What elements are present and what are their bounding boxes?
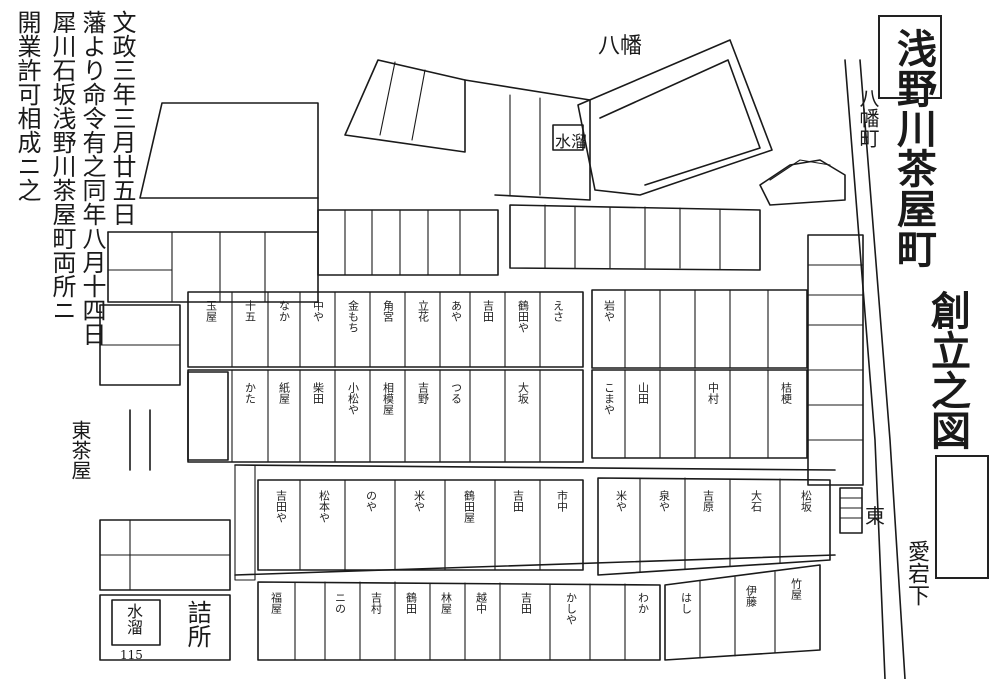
lot-row-a-10: えさ (551, 300, 565, 322)
stamp-seal (878, 15, 942, 99)
lot-row-d-2: 吉村 (369, 592, 383, 614)
label-higashi-left: 東茶屋 (68, 420, 92, 480)
lot-row-b-8: こまや (602, 382, 616, 415)
lot-row-a-7: あや (449, 300, 463, 322)
lot-row-d-9: はし (679, 592, 693, 614)
lot-row-b-9: 山田 (636, 382, 650, 404)
inscription-line-1: 文政三年三月廿五日 (108, 10, 136, 226)
label-atago: 愛宕下 (904, 540, 929, 606)
lot-row-d-4: 林屋 (439, 592, 453, 614)
label-tsumesho: 詰所 (183, 600, 211, 648)
label-mizutame-upper: 水溜 (555, 132, 588, 151)
lot-row-a-1: 十五 (243, 300, 257, 322)
inscription-line-3: 犀川石坂浅野川茶屋町両所ニ (48, 10, 76, 322)
lot-row-b-4: 相模屋 (381, 382, 395, 415)
tsumesho-block (99, 594, 231, 661)
block-row-a-left (187, 291, 584, 368)
lot-row-a-8: 吉田 (481, 300, 495, 322)
block-row-c-right (597, 477, 831, 576)
label-mizutame-lower: 水溜 (124, 603, 143, 635)
label-hachiman: 八幡 (598, 34, 643, 59)
lot-row-d-10: 伊藤 (744, 585, 758, 607)
lot-row-b-0: かた (243, 382, 257, 404)
lot-row-a-6: 立花 (416, 300, 430, 322)
lot-row-b-10: 中村 (706, 382, 720, 404)
large-building-block (139, 102, 319, 199)
lot-row-a-2: なか (277, 300, 291, 322)
lot-row-a-3: 中や (311, 300, 325, 322)
block-row-d-left (257, 581, 661, 661)
lot-row-b-7: 大坂 (516, 382, 530, 404)
lot-row-d-3: 鶴田 (404, 592, 418, 614)
lot-row-c-0: 吉田や (274, 490, 288, 523)
label-higashi: 東 (865, 504, 885, 528)
lot-row-d-5: 越中 (474, 592, 488, 614)
block-row-d-right (664, 564, 821, 661)
lower-street (234, 554, 836, 576)
lot-row-c-7: 米や (614, 490, 628, 512)
lot-row-c-8: 泉や (657, 490, 671, 512)
page-number: 115 (120, 648, 143, 662)
mizutame-box (552, 124, 584, 151)
block-row-a-right (591, 289, 808, 369)
lot-row-a-11: 岩や (602, 300, 616, 322)
stair-block (839, 487, 863, 534)
block-row-c-left (257, 479, 584, 571)
lot-row-a-0: 玉屋 (204, 300, 218, 322)
lot-row-c-11: 松坂 (799, 490, 813, 512)
block-row-0-right (509, 204, 761, 271)
lot-row-b-6: つる (449, 382, 463, 404)
lot-row-d-0: 福屋 (269, 592, 283, 614)
right-column-block (807, 234, 864, 486)
lot-row-a-9: 鶴田や (516, 300, 530, 333)
lot-row-c-2: のや (364, 490, 378, 512)
lot-row-c-1: 松本や (317, 490, 331, 523)
label-hachiman-machi: 八幡町 (856, 88, 880, 148)
upper-wedge-block (344, 59, 466, 153)
lot-row-b-3: 小松や (346, 382, 360, 415)
lot-row-c-10: 大石 (749, 490, 763, 512)
mizutame-lower-box (111, 599, 161, 646)
lot-row-d-6: 吉田 (519, 592, 533, 614)
lot-row-a-4: 金もち (346, 300, 360, 333)
lot-row-b-1: 紙屋 (277, 382, 291, 404)
map-title-part-1: 浅野川茶屋町 (890, 28, 937, 268)
shrine-building (759, 159, 846, 206)
lot-row-a-5: 角宮 (381, 300, 395, 322)
hachiman-grounds (577, 39, 773, 196)
lot-row-c-3: 米や (412, 490, 426, 512)
lot-row-d-8: わか (636, 592, 650, 614)
lot-row-c-9: 吉原 (701, 490, 715, 512)
block-row-b-right (591, 369, 808, 459)
block-row-0-left (317, 209, 499, 276)
middle-street (234, 464, 836, 471)
lot-row-c-6: 市中 (555, 490, 569, 512)
lot-row-b-2: 柴田 (311, 382, 325, 404)
lot-row-c-4: 鶴田屋 (462, 490, 476, 523)
map-title-part-2: 創立之図 (924, 290, 971, 450)
lot-row-c-5: 吉田 (511, 490, 525, 512)
inscription-line-2: 藩より命令有之同年八月十四日 (78, 10, 106, 346)
lot-row-d-1: ニの (333, 592, 347, 614)
inscription-line-4: 開業許可相成ニ之 (13, 10, 41, 202)
lot-row-d-11: 竹屋 (789, 578, 803, 600)
stamp-seal-lower (935, 455, 989, 579)
lot-row-b-5: 吉野 (416, 382, 430, 404)
lot-row-b-11: 桔梗 (779, 382, 793, 404)
lot-row-d-7: かしや (564, 592, 578, 625)
